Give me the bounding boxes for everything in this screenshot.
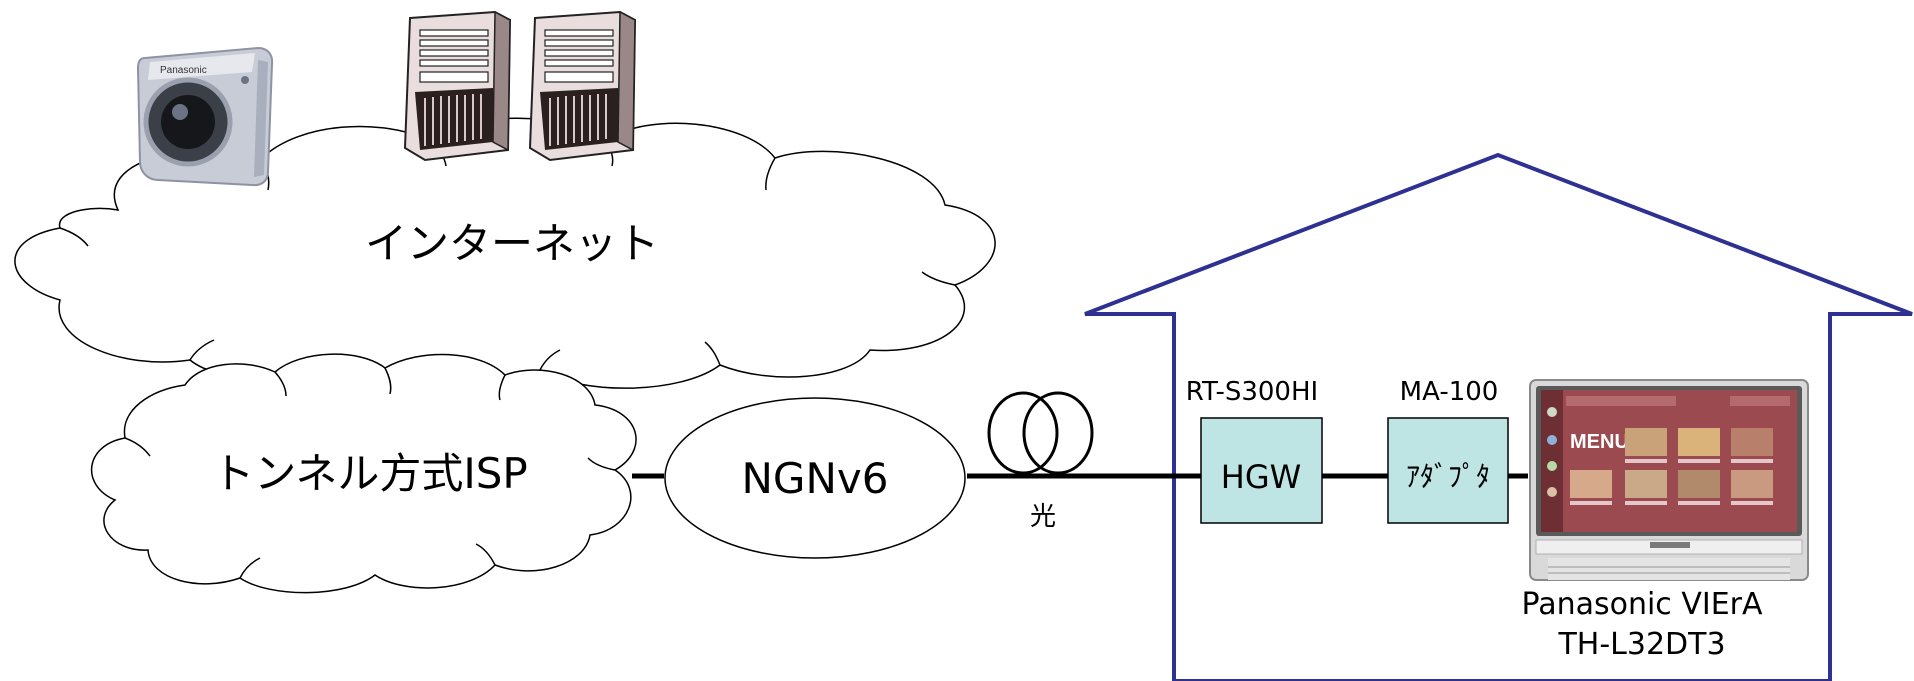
fiber-label: 光 bbox=[1030, 502, 1056, 532]
hgw-label: HGW bbox=[1221, 458, 1302, 496]
server-tower-icon bbox=[528, 10, 637, 162]
tv-model-label: TH-L32DT3 bbox=[1557, 627, 1725, 662]
ngn-label: NGNv6 bbox=[742, 454, 889, 503]
camera-brand-text: Panasonic bbox=[160, 65, 207, 76]
tv-brand-label: Panasonic VIErA bbox=[1521, 587, 1763, 622]
router-model-label: RT-S300HI bbox=[1186, 377, 1318, 407]
house-outline bbox=[1084, 152, 1913, 681]
fiber-coil-icon bbox=[987, 391, 1094, 475]
network-camera-icon: Panasonic bbox=[136, 46, 274, 187]
server-tower-icon bbox=[403, 10, 512, 162]
television-icon: MENU bbox=[1529, 379, 1809, 581]
adapter-box bbox=[1387, 417, 1509, 524]
tv-menu-title: MENU bbox=[1570, 431, 1629, 453]
isp-label: トンネル方式ISP bbox=[212, 449, 528, 498]
internet-label: インターネット bbox=[365, 219, 659, 268]
ngn-ellipse bbox=[664, 397, 966, 559]
hgw-box bbox=[1200, 417, 1323, 524]
adapter-model-label: MA-100 bbox=[1400, 377, 1499, 407]
adapter-label: ｱﾀﾞﾌﾟﾀ bbox=[1406, 460, 1490, 493]
isp-cloud bbox=[90, 353, 637, 594]
